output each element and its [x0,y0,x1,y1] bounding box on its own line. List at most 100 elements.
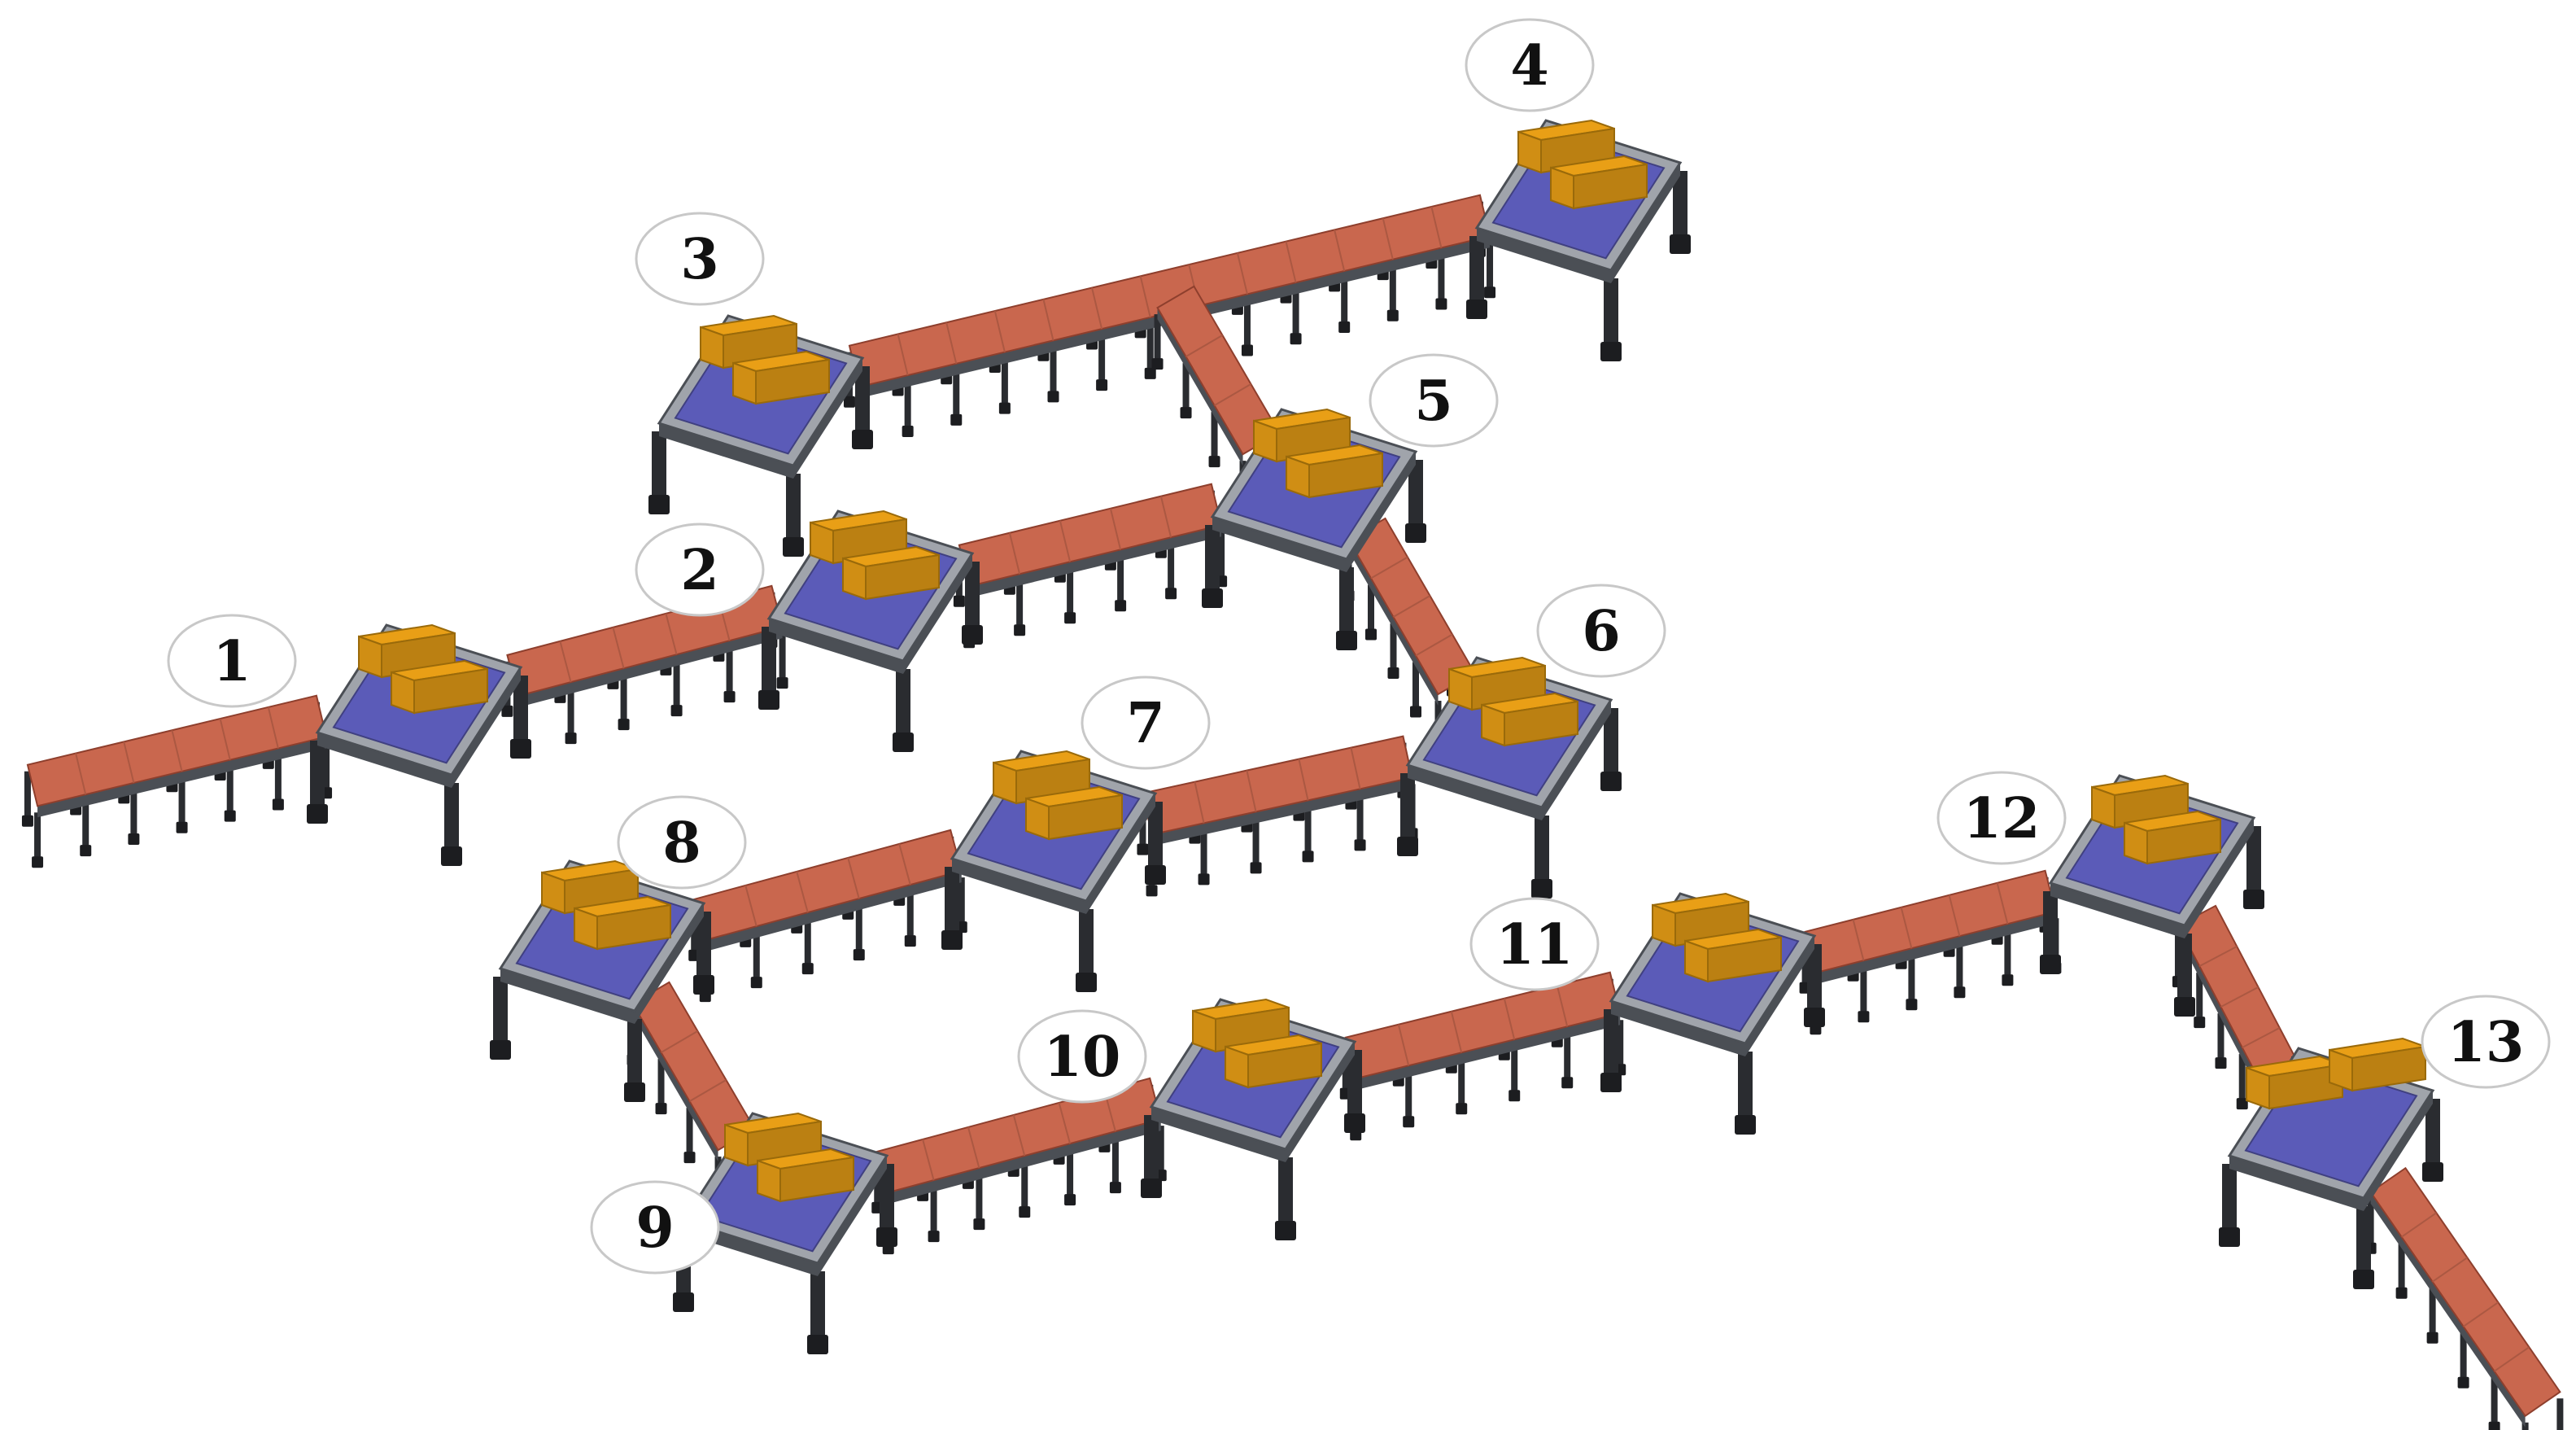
station-frame-side [317,667,521,788]
label-ellipse [1469,897,1600,991]
conveyor-leg [24,771,31,822]
box-front-face [865,553,940,601]
station-leg-foot [1735,1115,1756,1135]
box-front-face [755,358,830,405]
conveyor-segment-line [1246,770,1257,812]
conveyor-leg [2196,973,2203,1024]
conveyor-leg-foot [1290,333,1302,345]
conveyor-segment-line [1194,781,1205,824]
station-leg-foot [1141,1179,1162,1198]
conveyor-leg [1211,412,1218,463]
conveyor-leg [1021,1162,1028,1214]
conveyor-side-frame [37,737,327,818]
conveyor-leg [1405,1072,1412,1123]
station-13 [2219,1037,2443,1289]
conveyor-leg-foot [904,935,916,947]
label-ellipse [1369,353,1499,448]
conveyor-segment-line [1996,882,2009,925]
label-ellipse [635,523,765,617]
conveyor-side-frame [517,627,783,708]
conveyor-leg [976,1174,983,1226]
conveyor-leg [1111,1138,1119,1189]
conveyor-leg [1342,1043,1349,1095]
label-ellipse [167,614,297,708]
station-leg-foot [2422,1162,2443,1182]
conveyor-leg [1304,807,1312,858]
conveyor-leg-foot [1403,1116,1415,1128]
conveyor-segment-line [2242,1027,2281,1048]
conveyor-leg-foot [1137,843,1149,855]
station-leg-foot [673,1292,694,1312]
conveyor-leg [1154,314,1161,365]
station-leg [1347,1050,1362,1123]
conveyor-leg-foot [2426,1332,2438,1344]
conveyor-segment-line [1382,217,1394,260]
conveyor-segment-line [661,1030,698,1053]
conveyor-leg [1860,967,1867,1018]
conveyor-inlet-1 [21,694,333,868]
conveyor-leg [906,891,914,942]
conveyor-leg [1356,795,1364,846]
conveyor-leg-foot [1435,298,1447,310]
conveyor-leg [1511,1046,1518,1097]
station-leg-foot [962,625,983,645]
box-front-face [1707,936,1782,983]
conveyor-leg [1801,938,1809,989]
conveyor-segment-line [1370,556,1408,579]
conveyor-leg [130,789,138,840]
station-frame-side [1212,452,1416,572]
conveyor-segment-line [1852,919,1865,961]
station-number: 11 [1496,912,1574,977]
station-frame-side [1477,163,1680,283]
conveyor-leg [2004,930,2011,982]
conveyor-segment-line [1159,496,1172,538]
conveyor-leg-foot [1165,588,1177,600]
conveyor-side-frame [1151,777,1412,846]
conveyor-leg-foot [1146,885,1158,897]
station-leg-foot [441,846,462,866]
conveyor-leg-foot [1014,624,1026,636]
conveyor-leg-foot [1144,367,1156,379]
station-label-2: 2 [635,523,765,617]
station-leg-foot [758,690,779,710]
label-ellipse [1936,771,2067,865]
conveyor-leg [1067,1150,1074,1201]
conveyor-leg-foot [801,963,814,975]
conveyor-leg [1218,531,1225,583]
conveyor-leg-foot [32,856,44,868]
conveyor-segment-line [1392,595,1431,618]
conveyor-leg-foot [1409,706,1421,718]
station-leg-foot [490,1040,511,1060]
conveyor-leg [2460,1332,2467,1384]
conveyor-segment-line [1285,241,1297,283]
box-left-face [541,871,565,915]
conveyor-segment-line [1008,532,1021,575]
conveyor-leg [953,370,960,421]
conveyor-segment-line [1042,299,1054,341]
conveyor-leg-foot [953,595,965,607]
station-number: 8 [662,811,701,876]
conveyor-segment-line [1350,747,1361,789]
conveyor-segment-line [1185,335,1223,357]
conveyor-leg [1001,358,1008,409]
conveyor-leg-foot [1198,873,1210,886]
conveyor-segment-line [1556,985,1569,1027]
conveyor-leg-foot [1508,1090,1521,1102]
conveyor-segment-line [897,334,909,376]
station-leg [810,1271,825,1345]
station-leg-foot [941,930,963,950]
station-label-9: 9 [590,1180,720,1275]
conveyor-segment-line [665,613,678,655]
box-left-face [1025,797,1050,841]
station-leg-foot [1344,1113,1365,1133]
station-leg-foot [1804,1008,1825,1027]
station-leg [1339,567,1354,641]
conveyor-leg [855,905,862,956]
station-leg [786,474,801,547]
conveyor-leg [34,812,41,864]
station-frame-side [1408,700,1611,820]
conveyor-side-frame [1815,912,2056,985]
conveyor-leg-foot [1180,407,1192,419]
conveyor-leg [1252,818,1260,869]
